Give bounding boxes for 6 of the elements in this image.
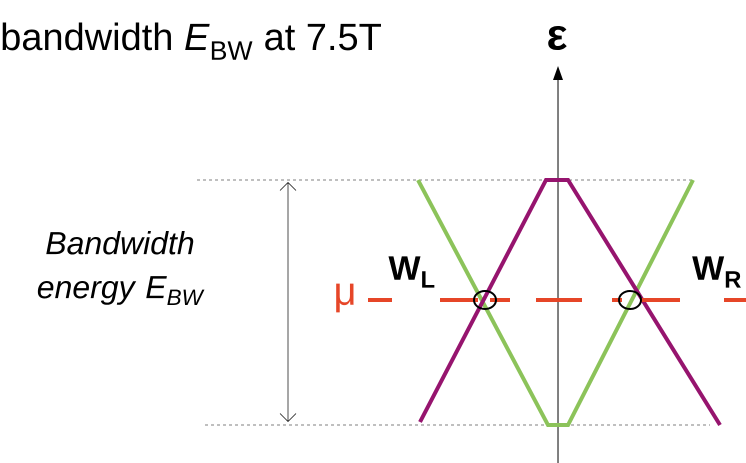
heading: bandwidth E$_{BW}$ at 7.5T: [2, 22, 381, 60]
axis-label: ε: [548, 26, 567, 50]
bandwidth-label: Bandwidth energy E$_{BW}$: [38, 231, 204, 306]
crossing-label: W$_{R}$: [692, 256, 741, 288]
crossing-label: W$_{L}$: [388, 256, 434, 288]
chemical-potential-label: μ: [336, 284, 354, 312]
